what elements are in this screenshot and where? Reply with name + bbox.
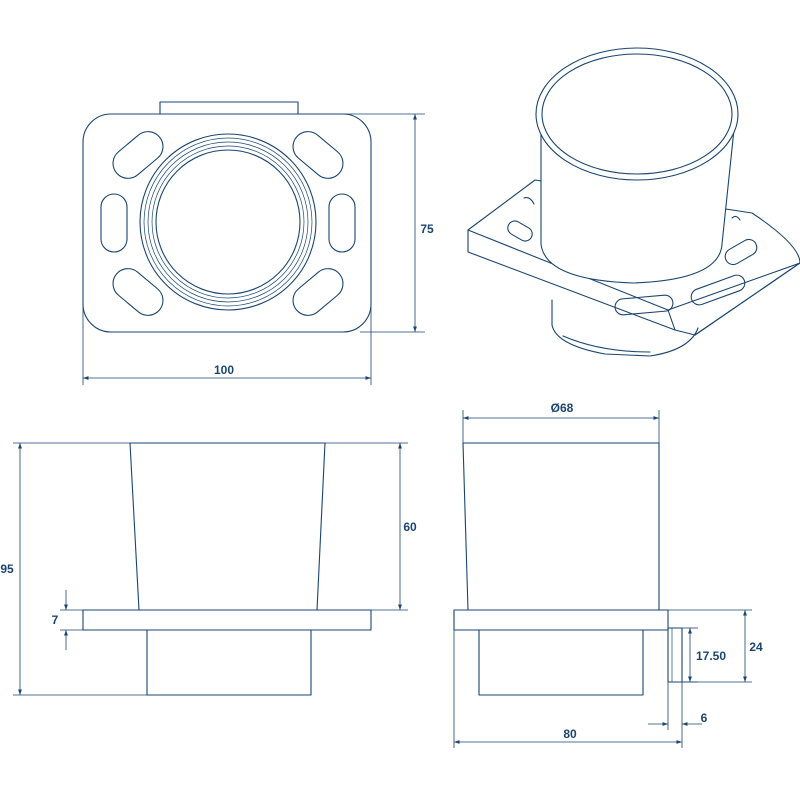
dimension-front-height: 95 bbox=[0, 442, 147, 696]
dimension-label-75: 75 bbox=[420, 222, 434, 236]
dimension-side-depth: 80 bbox=[453, 630, 683, 748]
dimension-top-width: 100 bbox=[82, 300, 372, 385]
dimension-label-6: 6 bbox=[701, 711, 708, 725]
dimension-label-7: 7 bbox=[52, 613, 59, 627]
top-view bbox=[82, 101, 372, 333]
dimension-plate-thickness: 7 bbox=[52, 590, 83, 650]
dimension-top-height: 75 bbox=[340, 113, 434, 333]
dimension-label-diameter: Ø68 bbox=[551, 401, 574, 415]
dimension-cup-height: 60 bbox=[325, 442, 417, 611]
dimension-diameter: Ø68 bbox=[462, 401, 660, 443]
dimension-label-60: 60 bbox=[403, 520, 417, 534]
dimension-label-100: 100 bbox=[214, 363, 234, 377]
dimension-label-80: 80 bbox=[563, 727, 577, 741]
dimension-bracket-height: 17.50 bbox=[682, 627, 726, 683]
dimension-wall-offset: 6 bbox=[648, 682, 708, 730]
dimension-label-95: 95 bbox=[0, 562, 14, 576]
side-view bbox=[453, 442, 683, 696]
dimension-label-17-50: 17.50 bbox=[696, 649, 726, 663]
mounting-slots bbox=[100, 131, 356, 316]
isometric-view bbox=[467, 47, 800, 357]
dimension-mount-height: 24 bbox=[668, 609, 763, 683]
front-view bbox=[82, 442, 372, 696]
dimension-label-24: 24 bbox=[749, 640, 763, 654]
